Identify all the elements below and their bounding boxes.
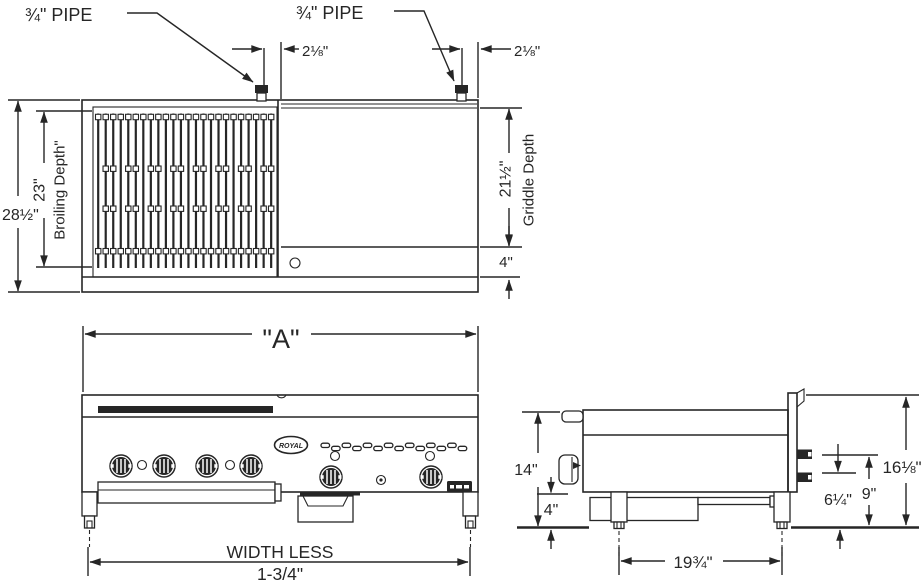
dim-lower-connection: 6¼" [822, 444, 856, 549]
pipe-size-label-left: ¾" PIPE [25, 5, 92, 25]
side-knob [558, 454, 581, 485]
front-view: "A" ROYAL [81, 324, 479, 583]
pilot-center [375, 474, 387, 486]
broiler-grates [97, 113, 273, 268]
griddle-pilot-2 [424, 450, 436, 462]
dim-overall-width: "A" [82, 324, 479, 392]
svg-text:14": 14" [514, 462, 537, 479]
dim-griddle-depth: 21½" Griddle Depth [480, 107, 538, 248]
dim-leg-height: 4" [537, 477, 568, 549]
broiler-grate-connectors [94, 113, 275, 255]
center-drawer [297, 492, 360, 523]
side-body [582, 409, 789, 493]
burner-knobs [109, 454, 443, 489]
pilot-left-1 [136, 459, 148, 471]
side-gas-pipe-lower [797, 472, 812, 482]
svg-text:9": 9" [862, 486, 877, 503]
back-riser [787, 392, 798, 493]
top-view: ¾" PIPE ¾" PIPE 2⅛" 2⅛" 28½" [2, 3, 540, 299]
dim-pipe-offset-left: 2⅛" [232, 42, 328, 99]
svg-text:21½": 21½" [498, 161, 515, 198]
gas-pipe-right [455, 85, 468, 102]
svg-text:19¾": 19¾" [673, 553, 712, 572]
front-lip [561, 410, 584, 423]
dim-base-depth: 19¾" [618, 547, 783, 575]
control-knob [152, 454, 176, 478]
leader-right [394, 10, 455, 82]
dim-width-less: WIDTH LESS 1-3/4" [87, 540, 471, 583]
control-knob [195, 454, 219, 478]
dim-overall-height: 16⅛" [806, 394, 921, 526]
grease-hole [289, 257, 301, 269]
control-knob [239, 454, 263, 478]
griddle-pilot-1 [329, 450, 341, 462]
broiler-section [92, 106, 278, 278]
top-view-body [81, 99, 479, 293]
svg-text:Griddle Depth: Griddle Depth [521, 134, 538, 227]
dim-broiling-depth: 23" Broiling Depth" [32, 110, 92, 268]
side-drawer [589, 496, 699, 522]
control-knob [319, 465, 343, 489]
broiler-grate-front [98, 406, 273, 413]
control-knob [109, 454, 133, 478]
svg-text:28½": 28½" [2, 207, 39, 224]
control-knob [419, 465, 443, 489]
front-leg-right [462, 491, 479, 547]
side-gas-pipe-upper [797, 449, 812, 459]
svg-text:WIDTH LESS: WIDTH LESS [227, 542, 334, 562]
svg-text:6¼": 6¼" [824, 492, 852, 509]
svg-text:4": 4" [499, 254, 513, 271]
svg-text:Broiling Depth": Broiling Depth" [52, 140, 69, 240]
svg-text:ROYAL: ROYAL [279, 443, 303, 450]
rim-notch [276, 394, 287, 399]
dim-pipe-offset-right: 2⅛" [432, 42, 540, 98]
rating-plate [447, 481, 472, 492]
pipe-size-label-right: ¾" PIPE [296, 3, 363, 23]
grease-tray-front [97, 481, 282, 504]
svg-text:"A": "A" [262, 324, 299, 354]
gas-pipe-left [255, 85, 268, 102]
dim-upper-connection: 9" [822, 454, 878, 526]
svg-text:16⅛": 16⅛" [882, 458, 921, 477]
vent-slots [320, 442, 468, 452]
dim-front-ledge: 4" [480, 226, 520, 299]
svg-text:23": 23" [32, 178, 49, 201]
riser-tab [796, 388, 805, 408]
front-leg-left [81, 491, 98, 547]
svg-text:1-3/4": 1-3/4" [257, 564, 303, 583]
pilot-left-2 [224, 459, 236, 471]
leader-left [127, 12, 254, 83]
side-view: 14" 4" 16⅛" 9" 6¼" [514, 388, 921, 575]
svg-text:4": 4" [544, 502, 559, 519]
svg-text:2⅛": 2⅛" [514, 43, 540, 60]
svg-text:2⅛": 2⅛" [302, 43, 328, 60]
dim-overall-depth: 28½" [2, 99, 80, 293]
brand-logo: ROYAL [273, 435, 309, 455]
